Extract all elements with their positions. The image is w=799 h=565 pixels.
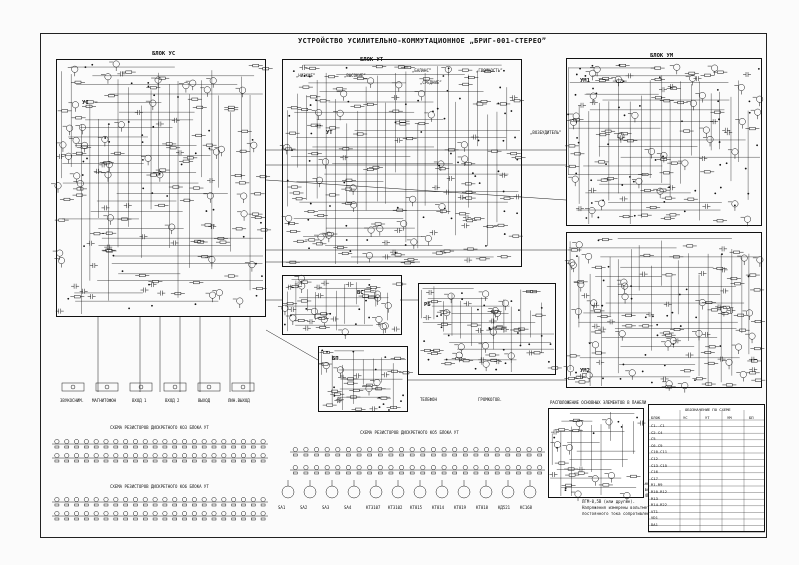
block-us-label: БЛОК УС bbox=[152, 51, 176, 57]
table-row: C16 bbox=[651, 469, 658, 475]
table-row: R14-R22 bbox=[651, 502, 668, 508]
block-bp bbox=[318, 346, 408, 412]
table-row: C17 bbox=[651, 475, 658, 481]
note-line-4: ЛГМ-0,5В (или другие). bbox=[582, 499, 635, 504]
component-label: SA1 bbox=[278, 505, 286, 510]
table-row: DA1 bbox=[651, 522, 658, 527]
control-label-exciter: „ВОЗБУДИТЕЛЬ” bbox=[530, 130, 562, 135]
block-us-inner-label: УС bbox=[82, 100, 89, 106]
section-layout: РАСПОЛОЖЕНИЕ ОСНОВНЫХ ЭЛЕМЕНТОВ В ПАНЕЛИ bbox=[550, 400, 647, 405]
table-header-4: УМ bbox=[727, 415, 732, 420]
block-um2-label: УМ2 bbox=[580, 368, 590, 374]
component-label: КТ815 bbox=[410, 505, 423, 510]
component-label: КТ3102 bbox=[388, 505, 403, 510]
component-label: SA4 bbox=[344, 505, 352, 510]
note-line-5: Напряжения измерены вольтметром bbox=[582, 505, 657, 510]
io-label-6: ТЕЛЕФОН bbox=[420, 397, 437, 402]
control-label-high: „ВЫСОКИЕ” bbox=[344, 73, 366, 78]
io-label-2: ВХОД 1 bbox=[132, 398, 147, 403]
page-title: УСТРОЙСТВО УСИЛИТЕЛЬНО-КОММУТАЦИОННОЕ „Б… bbox=[298, 37, 547, 45]
io-label-1: МАГНИТОФОН bbox=[92, 398, 117, 403]
io-label-3: ВХОД 2 bbox=[165, 398, 180, 403]
block-ut bbox=[282, 59, 522, 267]
table-row: C10-C11 bbox=[651, 449, 668, 455]
table-row: C5 bbox=[651, 436, 656, 442]
table-header-5: БП bbox=[749, 415, 754, 420]
component-label: SA3 bbox=[322, 505, 330, 510]
component-label: КТ814 bbox=[432, 505, 445, 510]
table-row: C12 bbox=[651, 456, 658, 461]
block-um1 bbox=[566, 58, 762, 226]
io-label-4: ВЫХОД bbox=[198, 398, 211, 403]
table-header-0: ОБОЗНАЧЕНИЕ ПО СХЕМЕ bbox=[685, 407, 731, 412]
block-vs bbox=[282, 275, 402, 335]
table-row: C13-C15 bbox=[651, 462, 668, 468]
component-label: КТ818 bbox=[476, 505, 489, 510]
table-row: VD1 bbox=[651, 515, 658, 521]
block-rb bbox=[418, 283, 556, 375]
note-line-6: постоянного тока сопротивлением 400 кОм/… bbox=[582, 511, 681, 516]
io-label-7: ГРОМКОГОВ. bbox=[478, 397, 503, 402]
block-um-label: БЛОК УМ bbox=[650, 53, 674, 59]
block-ut-label: БЛОК УТ bbox=[360, 57, 384, 63]
control-label-mid: „СРЕДНИЕ” bbox=[420, 80, 442, 85]
drawing-frame bbox=[40, 33, 767, 538]
component-label: KC168 bbox=[520, 505, 533, 510]
component-label: КТ819 bbox=[454, 505, 467, 510]
table-header-3: УТ bbox=[705, 415, 710, 420]
table-header-2: УС bbox=[683, 415, 688, 420]
table-row: VT1 bbox=[651, 508, 658, 514]
io-label-5: ЛИН.ВЫХОД bbox=[228, 398, 250, 403]
block-rb-label: РБ bbox=[424, 302, 431, 308]
io-label-0: ЗВУКОСНИМ. bbox=[60, 398, 85, 403]
control-label-volume: „ГРОМКОСТЬ” bbox=[476, 68, 503, 73]
block-bp-label: БП bbox=[332, 356, 339, 362]
table-row: R10-R12 bbox=[651, 489, 668, 494]
section-resistors-us: СХЕМА РЕЗИСТОРОВ ДИСКРЕТНОГО КО6 БЛОКА У… bbox=[110, 484, 209, 489]
control-label-balance: „БАЛАНС” bbox=[412, 68, 432, 73]
block-vs-label: ВС bbox=[357, 290, 364, 296]
table-row: R1-R9 bbox=[651, 482, 663, 488]
table-row: C6-C9 bbox=[651, 442, 663, 448]
control-label-low: „НИЗКИЕ” bbox=[296, 73, 316, 78]
block-um1-label: УМ1 bbox=[580, 78, 590, 84]
block-us bbox=[56, 59, 266, 317]
component-table: ОБОЗНАЧЕНИЕ ПО СХЕМЕ БЛОК УС УТ УМ БП C1… bbox=[648, 404, 765, 532]
block-um2 bbox=[566, 232, 762, 388]
section-resistors-ut2: СХЕМА РЕЗИСТОРОВ ДИСКРЕТНОГО КО5 БЛОКА У… bbox=[360, 430, 459, 435]
block-ut-inner-label: УТ bbox=[326, 130, 333, 136]
table-header-1: БЛОК bbox=[651, 415, 661, 420]
table-row: R13 bbox=[651, 495, 658, 501]
table-row: C1..C1 bbox=[651, 423, 665, 428]
component-label: SA2 bbox=[300, 505, 308, 510]
layout-panel bbox=[548, 408, 644, 498]
table-row: C2-C4 bbox=[651, 429, 663, 435]
component-label: КТ3107 bbox=[366, 505, 381, 510]
component-label: КД521 bbox=[498, 505, 511, 510]
section-resistors-ut: СХЕМА РЕЗИСТОРОВ ДИСКРЕТНОГО КОЗ БЛОКА У… bbox=[110, 425, 209, 430]
